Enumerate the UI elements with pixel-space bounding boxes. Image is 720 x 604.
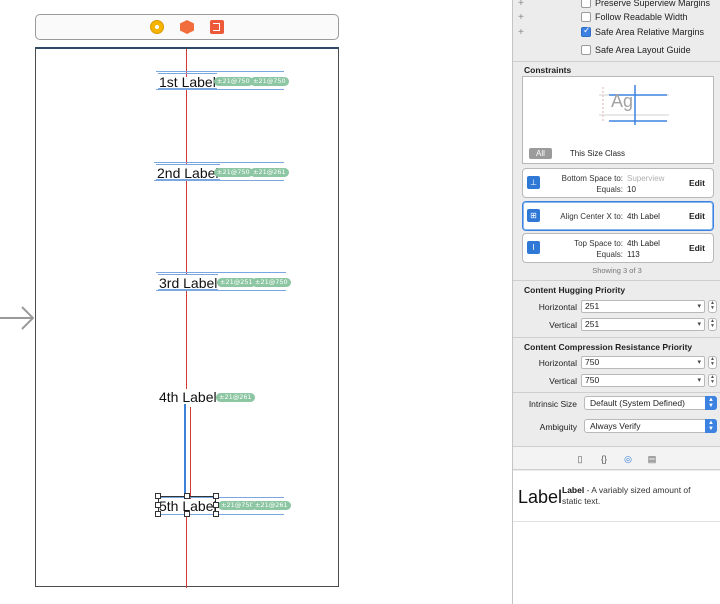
- preview-text: Ag: [611, 91, 634, 111]
- constraint-card-align-center-x[interactable]: ⊞ Align Center X to:4th Label Edit: [522, 201, 714, 231]
- hugging-horizontal-stepper[interactable]: ▲▼: [708, 300, 717, 313]
- ambiguity-popup[interactable]: Always Verify▲▼: [584, 419, 717, 433]
- constraint-card-top-space[interactable]: I Top Space to:4th Label Equals:113 Edit: [522, 233, 714, 263]
- top-space-icon: I: [527, 241, 540, 254]
- plus-icon[interactable]: +: [518, 26, 524, 38]
- exit-icon[interactable]: [210, 20, 224, 34]
- resize-handle[interactable]: [155, 502, 161, 508]
- constraint-line[interactable]: [186, 290, 187, 389]
- resize-handle[interactable]: [184, 511, 190, 517]
- checkbox-row: Safe Area Layout Guide: [513, 43, 720, 57]
- constraint-filter: All This Size Class: [529, 148, 625, 159]
- checkbox-row: + Preserve Superview Margins: [513, 0, 720, 10]
- constraint-line[interactable]: [190, 407, 191, 499]
- fifth-label[interactable]: 5th Label: [159, 498, 217, 514]
- follow-readable-width-checkbox[interactable]: [581, 12, 591, 22]
- hugging-vertical-select[interactable]: 251▾: [581, 318, 705, 331]
- constraint-diagram: [599, 85, 669, 125]
- safe-area-layout-guide-checkbox[interactable]: [581, 45, 591, 55]
- label-preview: Label: [518, 487, 563, 507]
- checkbox-row: + Safe Area Relative Margins: [513, 25, 720, 39]
- view-controller-icon[interactable]: [150, 20, 164, 34]
- file-template-icon[interactable]: ▯: [577, 454, 583, 464]
- library-tab-bar: ▯ {} ◎ ▤: [513, 446, 720, 470]
- resize-handle[interactable]: [213, 502, 219, 508]
- priority-badge: ±21@750: [252, 278, 291, 287]
- bottom-space-icon: ⊥: [527, 176, 540, 189]
- first-responder-icon[interactable]: [180, 20, 194, 34]
- code-snippet-icon[interactable]: {}: [600, 454, 607, 464]
- hugging-horizontal-select[interactable]: 251▾: [581, 300, 705, 313]
- compression-horizontal-select[interactable]: 750▾: [581, 356, 705, 369]
- priority-badge: ±21@251: [217, 278, 256, 287]
- storyboard-canvas: 1st Label ±21@750 ±21@750 2nd Label ±21@…: [0, 14, 339, 588]
- entry-point-arrow-icon[interactable]: [0, 304, 34, 332]
- showing-count: Showing 3 of 3: [592, 266, 642, 275]
- filter-all-button[interactable]: All: [529, 148, 552, 159]
- priority-badge: ±21@261: [250, 168, 289, 177]
- fourth-label[interactable]: 4th Label: [159, 389, 217, 405]
- checkbox-row: + Follow Readable Width: [518, 11, 688, 23]
- constraint-line[interactable]: [186, 180, 187, 274]
- hugging-vertical-stepper[interactable]: ▲▼: [708, 318, 717, 331]
- object-library-icon[interactable]: ◎: [624, 454, 632, 464]
- media-library-icon[interactable]: ▤: [647, 454, 657, 464]
- first-label[interactable]: 1st Label: [158, 73, 217, 90]
- compression-horizontal-stepper[interactable]: ▲▼: [708, 356, 717, 369]
- constraints-title: Constraints: [524, 65, 572, 75]
- constraint-line[interactable]: [186, 89, 187, 164]
- view-controller-view[interactable]: 1st Label ±21@750 ±21@750 2nd Label ±21@…: [35, 47, 339, 588]
- constraint-line[interactable]: [186, 515, 187, 588]
- compression-resistance-title: Content Compression Resistance Priority: [524, 342, 693, 352]
- safe-area-relative-margins-checkbox[interactable]: [581, 25, 591, 37]
- size-inspector: + Preserve Superview Margins + Follow Re…: [512, 0, 720, 604]
- third-label[interactable]: 3rd Label: [158, 274, 219, 291]
- priority-badge: ±21@261: [252, 501, 291, 510]
- edit-button[interactable]: Edit: [688, 243, 705, 253]
- filter-size-class-button[interactable]: This Size Class: [569, 149, 626, 158]
- content-hugging-title: Content Hugging Priority: [524, 285, 626, 295]
- resize-handle[interactable]: [213, 493, 219, 499]
- priority-badge: ±21@750: [218, 501, 257, 510]
- compression-vertical-stepper[interactable]: ▲▼: [708, 374, 717, 387]
- resize-handle[interactable]: [155, 493, 161, 499]
- edit-button[interactable]: Edit: [688, 178, 705, 188]
- plus-icon[interactable]: +: [518, 0, 524, 9]
- preserve-superview-margins-checkbox[interactable]: [581, 0, 591, 8]
- compression-vertical-select[interactable]: 750▾: [581, 374, 705, 387]
- constraint-line[interactable]: [186, 49, 187, 77]
- edit-button[interactable]: Edit: [688, 211, 705, 221]
- resize-handle[interactable]: [184, 493, 190, 499]
- priority-badge: ±21@750: [250, 77, 289, 86]
- priority-badge: ±21@750: [214, 168, 253, 177]
- view-controller-dock: [35, 14, 339, 40]
- intrinsic-size-popup[interactable]: Default (System Defined)▲▼: [584, 396, 717, 410]
- plus-icon[interactable]: +: [518, 11, 524, 23]
- second-label[interactable]: 2nd Label: [156, 164, 220, 181]
- resize-handle[interactable]: [155, 511, 161, 517]
- constraint-card-bottom-space[interactable]: ⊥ Bottom Space to:Superview Equals:10 Ed…: [522, 168, 714, 198]
- constraints-preview: Ag All This Size Class: [522, 76, 714, 164]
- selected-constraint-line[interactable]: [184, 404, 186, 499]
- priority-badge: ±21@261: [216, 393, 255, 402]
- align-center-x-icon: ⊞: [527, 209, 540, 222]
- object-library: Label Label - A variably sized amount of…: [513, 471, 720, 604]
- resize-handle[interactable]: [213, 511, 219, 517]
- priority-badge: ±21@750: [214, 77, 253, 86]
- label-description: Label - A variably sized amount of stati…: [562, 485, 691, 506]
